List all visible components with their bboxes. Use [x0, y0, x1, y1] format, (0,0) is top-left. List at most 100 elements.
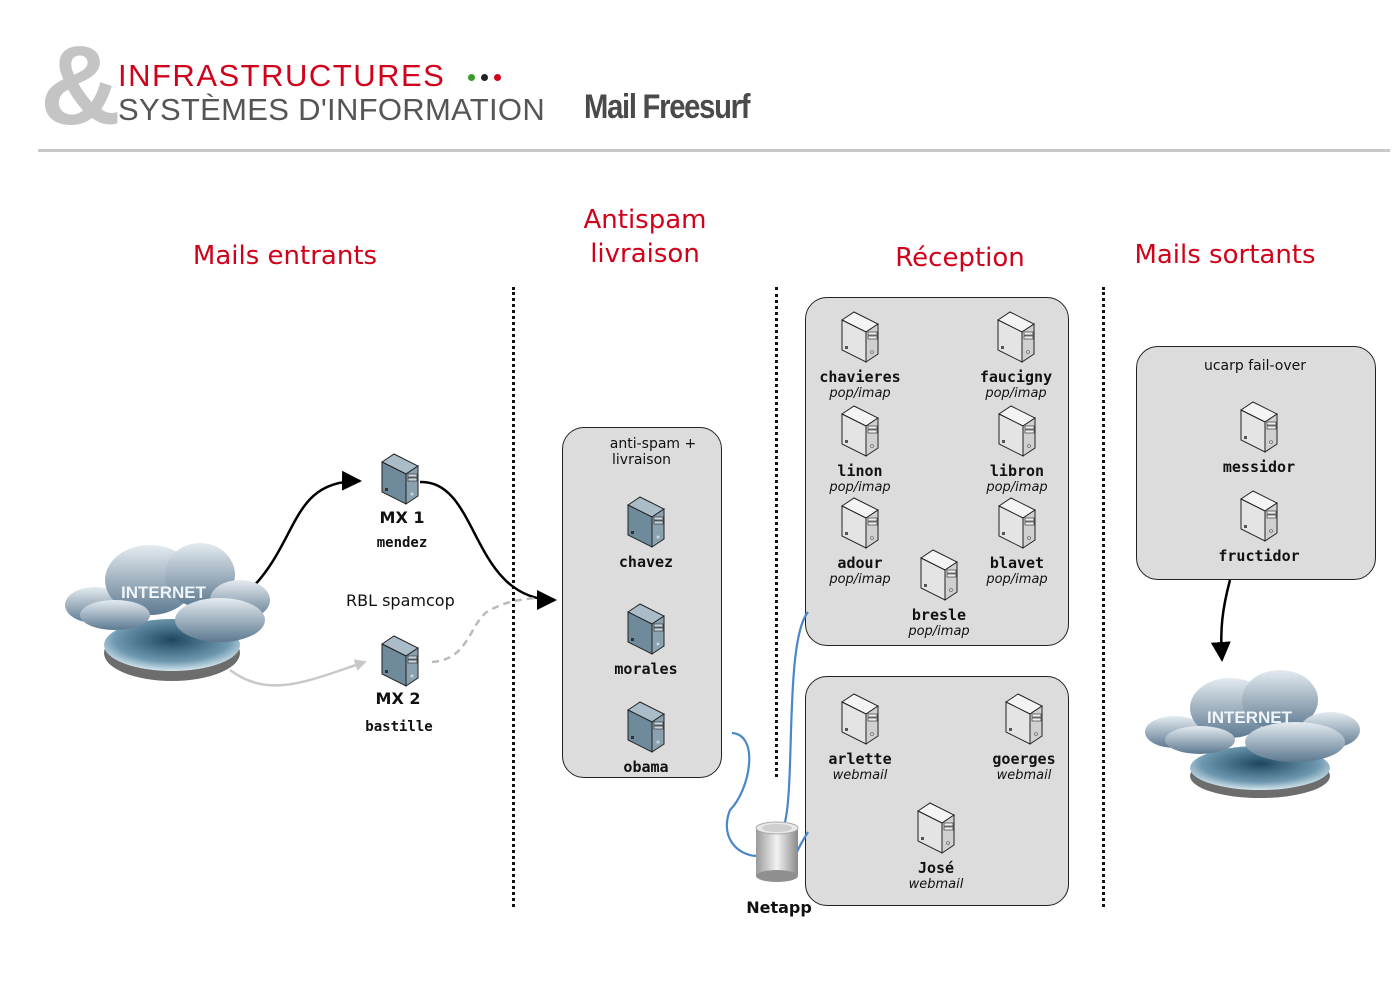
server-hostname: chavez — [618, 553, 674, 571]
server-popimap[interactable] — [997, 308, 1060, 368]
brand-dot-green — [468, 74, 475, 81]
mx2-title: MX 2 — [375, 689, 421, 708]
server-icon — [920, 546, 983, 606]
brand-dot-red — [494, 74, 501, 81]
server-icon — [998, 494, 1061, 554]
server-popimap[interactable] — [841, 494, 904, 554]
server-role: webmail — [832, 768, 888, 783]
server-hostname: obama — [623, 758, 669, 776]
server-webmail[interactable] — [917, 799, 980, 859]
server-outgoing[interactable] — [1240, 398, 1303, 458]
antispam-group-label-line2: livraison — [612, 452, 672, 468]
server-hostname: José — [917, 859, 955, 877]
server-hostname: messidor — [1222, 458, 1296, 476]
server-hostname: arlette — [828, 750, 892, 768]
server-mx1[interactable] — [381, 450, 444, 510]
server-icon — [1005, 690, 1068, 750]
section-divider-1 — [512, 287, 515, 907]
server-icon — [1240, 487, 1303, 547]
failover-group-box — [1136, 346, 1376, 580]
internet-label-outgoing: INTERNET — [1207, 708, 1292, 727]
server-role: pop/imap — [829, 572, 891, 587]
server-hostname: chavieres — [819, 368, 901, 386]
arrow-internet-to-mx1 — [249, 470, 362, 591]
link-netapp-to-popimap — [783, 611, 809, 823]
antispam-group-label: anti-spam + livraison — [588, 436, 718, 468]
internet-cloud-outgoing: INTERNET — [1140, 660, 1370, 800]
storage-cylinder-icon — [755, 821, 799, 882]
server-antispam[interactable] — [627, 600, 690, 660]
section-heading-outgoing: Mails sortants — [1134, 240, 1316, 270]
section-divider-3 — [1102, 287, 1105, 907]
server-icon — [841, 402, 904, 462]
server-icon — [627, 698, 690, 758]
server-icon — [841, 494, 904, 554]
server-popimap[interactable] — [998, 402, 1061, 462]
server-role: webmail — [996, 768, 1052, 783]
server-icon — [917, 799, 980, 859]
internet-label-incoming: INTERNET — [121, 583, 206, 602]
server-antispam[interactable] — [627, 698, 690, 758]
server-hostname: faucigny — [979, 368, 1053, 386]
netapp-storage[interactable] — [754, 820, 800, 888]
server-icon — [998, 402, 1061, 462]
server-role: pop/imap — [829, 480, 891, 495]
server-popimap[interactable] — [920, 546, 983, 606]
server-role: pop/imap — [986, 480, 1048, 495]
server-role: pop/imap — [986, 572, 1048, 587]
server-popimap[interactable] — [998, 494, 1061, 554]
server-icon — [381, 632, 444, 692]
failover-group-label: ucarp fail-over — [1203, 358, 1307, 374]
server-hostname: morales — [614, 660, 678, 678]
server-outgoing[interactable] — [1240, 487, 1303, 547]
brand-ampersand-logo: & — [40, 23, 121, 148]
antispam-group-label-line1: anti-spam + — [609, 436, 697, 452]
server-webmail[interactable] — [1005, 690, 1068, 750]
server-hostname: bresle — [911, 606, 967, 624]
link-obama-to-netapp — [725, 731, 758, 858]
arrow-failover-to-internet — [1210, 579, 1232, 662]
server-hostname: adour — [837, 554, 883, 572]
internet-cloud-incoming: INTERNET — [55, 535, 285, 695]
mx1-title: MX 1 — [379, 508, 425, 527]
section-heading-incoming: Mails entrants — [192, 241, 378, 271]
server-hostname: blavet — [989, 554, 1045, 572]
server-role: webmail — [908, 877, 964, 892]
dashed-mx2-to-antispam — [431, 596, 536, 664]
server-icon — [1240, 398, 1303, 458]
server-icon — [627, 600, 690, 660]
section-divider-2 — [775, 287, 778, 777]
netapp-label: Netapp — [746, 898, 812, 917]
mx1-hostname: mendez — [376, 535, 428, 551]
server-popimap[interactable] — [841, 402, 904, 462]
brand-line-systemes: SYSTÈMES D'INFORMATION — [118, 92, 546, 127]
server-role: pop/imap — [908, 624, 970, 639]
mx2-hostname: bastille — [365, 719, 433, 735]
server-icon — [627, 493, 690, 553]
header-divider — [38, 149, 1390, 152]
arrow-internet-to-mx2 — [229, 659, 367, 687]
server-hostname: libron — [989, 462, 1045, 480]
section-heading-antispam: Antispam livraison — [560, 204, 730, 272]
brand-dots — [468, 62, 507, 86]
server-popimap[interactable] — [841, 308, 904, 368]
internet-cloud-icon — [1145, 670, 1360, 798]
server-antispam[interactable] — [627, 493, 690, 553]
server-icon — [381, 450, 444, 510]
server-hostname: linon — [837, 462, 883, 480]
arrow-mx1-to-antispam — [419, 480, 557, 610]
brand-line-infrastructures: INFRASTRUCTURES — [118, 58, 446, 93]
section-heading-reception: Réception — [895, 243, 1025, 273]
brand-dot-black — [481, 74, 488, 81]
server-icon — [841, 690, 904, 750]
server-hostname: goerges — [992, 750, 1056, 768]
page-title: Mail Freesurf — [584, 88, 751, 126]
section-heading-antispam-line2: livraison — [590, 238, 700, 269]
server-icon — [997, 308, 1060, 368]
server-role: pop/imap — [985, 386, 1047, 401]
rbl-note: RBL spamcop — [346, 591, 455, 610]
server-mx2[interactable] — [381, 632, 444, 692]
section-heading-antispam-line1: Antispam — [583, 205, 707, 235]
server-webmail[interactable] — [841, 690, 904, 750]
server-icon — [841, 308, 904, 368]
